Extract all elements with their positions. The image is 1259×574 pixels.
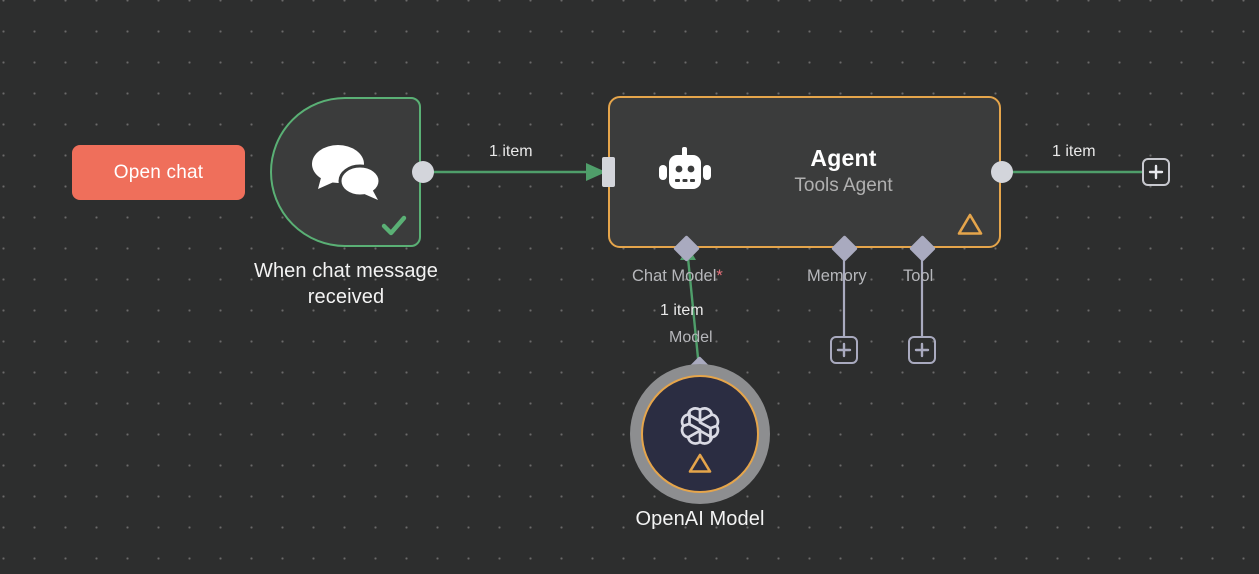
add-node-button-tool[interactable] — [908, 336, 936, 364]
agent-input-endpoint[interactable] — [602, 157, 615, 187]
add-node-button-main-output[interactable] — [1142, 158, 1170, 186]
plus-icon — [836, 342, 852, 358]
agent-output-endpoint[interactable] — [991, 161, 1013, 183]
robot-icon — [659, 147, 711, 189]
edge-label-model-items: 1 item — [660, 302, 704, 319]
node-when-chat-message-received[interactable] — [270, 97, 421, 247]
warning-triangle-icon[interactable] — [688, 452, 712, 474]
port-label-memory: Memory — [807, 267, 867, 285]
open-chat-button[interactable]: Open chat — [72, 145, 245, 200]
node-agent[interactable]: Agent Tools Agent — [608, 96, 1001, 248]
port-label-chat-model-text: Chat Model — [632, 267, 717, 285]
agent-title: Agent — [810, 144, 877, 171]
edge-label-agent-output: 1 item — [1052, 143, 1096, 160]
node-openai-model[interactable] — [630, 364, 770, 504]
agent-subtitle: Tools Agent — [794, 175, 893, 197]
check-icon — [381, 215, 407, 236]
plus-icon — [914, 342, 930, 358]
edge-label-trigger-to-agent: 1 item — [489, 143, 533, 160]
plus-icon — [1148, 164, 1164, 180]
trigger-output-endpoint[interactable] — [412, 161, 434, 183]
add-node-button-memory[interactable] — [830, 336, 858, 364]
port-label-chat-model: Chat Model* — [632, 267, 723, 286]
edge-label-model-type: Model — [669, 329, 713, 346]
edge-model-to-agent — [686, 257, 701, 369]
node-caption-openai-model: OpenAI Model — [635, 508, 765, 530]
openai-logo-icon — [680, 407, 720, 445]
warning-triangle-icon[interactable] — [957, 212, 983, 236]
required-asterisk: * — [716, 267, 723, 285]
port-label-tool: Tool — [903, 267, 934, 285]
node-caption-chat-trigger: When chat message received — [253, 260, 438, 308]
chat-bubbles-icon — [311, 145, 381, 200]
